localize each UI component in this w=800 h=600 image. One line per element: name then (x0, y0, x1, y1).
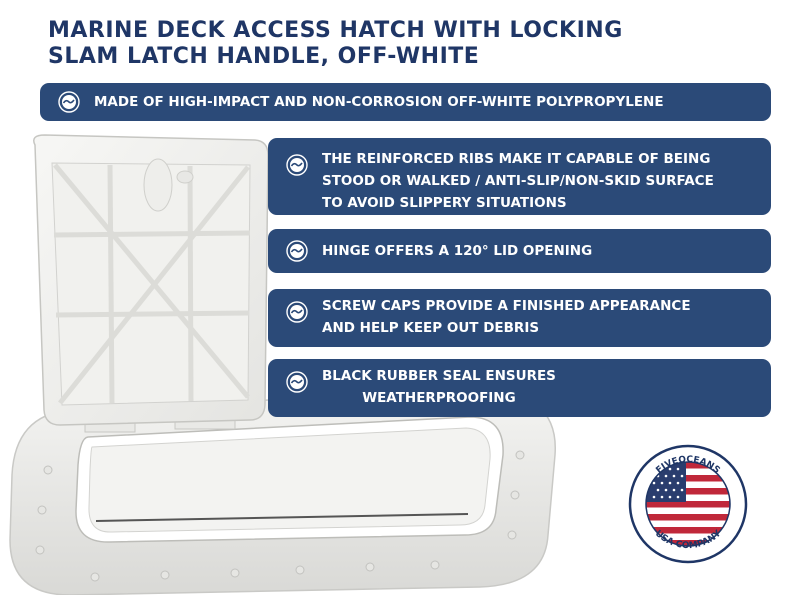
feature-bar-ribs: THE REINFORCED RIBS MAKE IT CAPABLE OF B… (268, 138, 771, 215)
fiveoceans-wave-icon (286, 371, 308, 393)
feature-text: THE REINFORCED RIBS MAKE IT CAPABLE OF B… (322, 151, 714, 211)
feature-bar-material: MADE OF HIGH-IMPACT AND NON-CORROSION OF… (40, 83, 771, 121)
page-title: MARINE DECK ACCESS HATCH WITH LOCKING SL… (48, 18, 623, 69)
usa-company-badge: FIVEOCEANS USA COMPANY (628, 444, 748, 564)
us-flag-icon (646, 462, 730, 546)
feature-bar-seal: BLACK RUBBER SEAL ENSURES WEATHERPROOFIN… (268, 359, 771, 417)
feature-text: SCREW CAPS PROVIDE A FINISHED APPEARANCE… (322, 298, 691, 336)
fiveoceans-wave-icon (286, 301, 308, 323)
fiveoceans-wave-icon (286, 154, 308, 176)
deck-hatch-image (9, 134, 556, 595)
fiveoceans-wave-icon (286, 240, 308, 262)
fiveoceans-wave-icon (58, 91, 80, 113)
feature-text: BLACK RUBBER SEAL ENSURES WEATHERPROOFIN… (322, 368, 556, 406)
feature-bar-hinge: HINGE OFFERS A 120° LID OPENING (268, 229, 771, 273)
feature-bar-screw-caps: SCREW CAPS PROVIDE A FINISHED APPEARANCE… (268, 289, 771, 347)
feature-text: HINGE OFFERS A 120° LID OPENING (322, 243, 593, 259)
feature-text: MADE OF HIGH-IMPACT AND NON-CORROSION OF… (94, 94, 664, 110)
